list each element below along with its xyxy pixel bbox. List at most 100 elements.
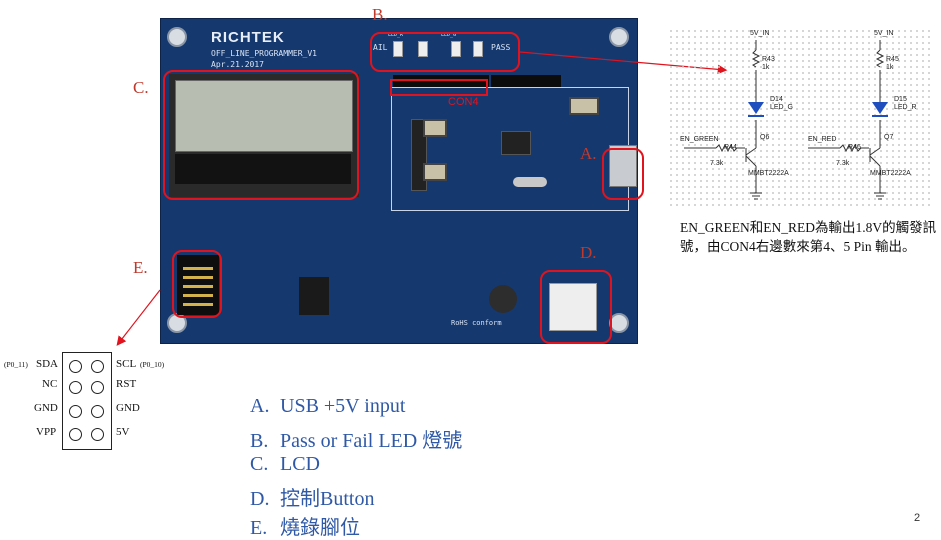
pin-nc: NC (42, 378, 58, 390)
legend-letter: C. (250, 453, 269, 475)
led-pass (451, 41, 461, 57)
tact-switch (423, 163, 447, 181)
board-brand: RICHTEK (211, 29, 285, 46)
regulator (299, 277, 329, 315)
sch-res-right: R45 (886, 56, 899, 63)
sch-rb-val-left: 7.3k (710, 160, 724, 167)
legend-letter: D. (250, 488, 270, 510)
pinout-box (62, 352, 112, 450)
page-number: 2 (914, 512, 921, 524)
highlight-con4 (390, 79, 488, 96)
led-g-label: LED_G (441, 32, 457, 38)
pin-circle (91, 405, 104, 418)
crystal (513, 177, 547, 187)
sch-res-val-left: 1k (762, 64, 770, 71)
pin-note-right: (P0_10) (140, 360, 165, 369)
pin-circle (91, 360, 104, 373)
legend-letter: A. (250, 395, 270, 417)
tact-switch (569, 97, 599, 115)
led-pass-label: PASS (491, 43, 511, 52)
pin-gnd-left: GND (34, 402, 58, 414)
sch-res-left: R43 (762, 56, 775, 63)
legend-item-b: B. Pass or Fail LED 燈號 (250, 424, 462, 453)
sch-q-left: Q6 (760, 134, 770, 141)
legend-text: LCD (280, 453, 320, 475)
sch-rb-val-right: 7.3k (836, 160, 850, 167)
pin-gnd-right: GND (116, 402, 140, 414)
highlight-leds (370, 32, 520, 72)
mounting-hole (167, 27, 187, 47)
sch-supply-right: 5V_IN (874, 30, 894, 37)
power-switch (549, 283, 597, 331)
header-pins (183, 261, 213, 309)
pin-vpp: VPP (36, 426, 57, 438)
sch-led-name-left: LED_G (770, 104, 793, 111)
legend-item-e: E. 燒錄腳位 (250, 511, 360, 540)
led (418, 41, 428, 57)
sch-rb-left: R44 (724, 144, 737, 151)
highlight-button (540, 270, 612, 344)
board-date: Apr.21.2017 (211, 60, 264, 69)
sch-led-left: D14 (770, 96, 783, 103)
pin-note-left: (P0_11) (4, 360, 28, 369)
highlight-pins (172, 250, 222, 318)
mounting-hole (609, 27, 629, 47)
pin-rst: RST (116, 378, 137, 390)
board-model: OFF_LINE_PROGRAMMER_V1 (211, 49, 317, 58)
ic-chip (501, 131, 531, 155)
sch-led-right: D15 (894, 96, 907, 103)
highlight-usb (602, 148, 644, 200)
legend-letter: E. (250, 517, 268, 539)
legend-letter: B. (250, 430, 269, 452)
highlight-lcd (163, 70, 359, 200)
marker-d: D. (580, 243, 597, 262)
led-r-label: LED_R (388, 32, 404, 38)
marker-c: C. (133, 78, 149, 97)
sch-supply-left: 5V_IN (750, 30, 770, 37)
schematic-area (668, 28, 934, 206)
legend-text: USB +5V input (280, 395, 406, 417)
legend-item-a: A. USB +5V input (250, 395, 405, 418)
pin-circle (69, 428, 82, 441)
legend-item-c: C. LCD (250, 453, 320, 476)
inductor (489, 285, 517, 313)
sch-led-name-right: LED_R (894, 104, 917, 111)
sch-res-val-right: 1k (886, 64, 894, 71)
sch-net-left: EN_GREEN (680, 136, 719, 143)
con4-label: CON4 (448, 96, 479, 108)
led (473, 41, 483, 57)
lcd-bezel (175, 154, 351, 184)
pin-5v: 5V (116, 426, 130, 438)
pin-circle (69, 405, 82, 418)
pin-scl: SCL (116, 358, 137, 370)
schematic-drawing (684, 40, 888, 200)
sch-part-left: MMBT2222A (748, 170, 789, 177)
rohs-mark: RoHS conform (451, 319, 502, 327)
header-strip (491, 75, 561, 87)
lcd-screen (175, 80, 353, 152)
sch-q-right: Q7 (884, 134, 894, 141)
pin-sda: SDA (36, 358, 59, 370)
legend-text: 控制Button (280, 488, 375, 510)
sch-net-right: EN_RED (808, 136, 837, 143)
legend-item-d: D. 控制Button (250, 482, 374, 511)
led-fail (393, 41, 403, 57)
arrow-to-pinout (116, 289, 161, 346)
schematic-note: EN_GREEN和EN_RED為輸出1.8V的觸發訊號，由CON4右邊數來第4、… (680, 220, 937, 254)
sch-rb-right: R46 (848, 144, 861, 151)
pin-circle (69, 360, 82, 373)
pin-circle (69, 381, 82, 394)
marker-a: A. (580, 144, 597, 163)
lcd-module (169, 74, 359, 197)
con4-header (393, 75, 489, 87)
sch-part-right: MMBT2222A (870, 170, 911, 177)
legend-text: Pass or Fail LED 燈號 (280, 430, 463, 452)
legend-text: 燒錄腳位 (280, 517, 360, 539)
marker-e: E. (133, 258, 148, 277)
tact-switch (423, 119, 447, 137)
marker-b: B. (372, 5, 388, 24)
programming-header (177, 255, 219, 315)
led-fail-label: AIL (373, 43, 388, 52)
pcb-board-photo: RICHTEK OFF_LINE_PROGRAMMER_V1 Apr.21.20… (160, 18, 638, 344)
usb-connector (609, 145, 637, 187)
